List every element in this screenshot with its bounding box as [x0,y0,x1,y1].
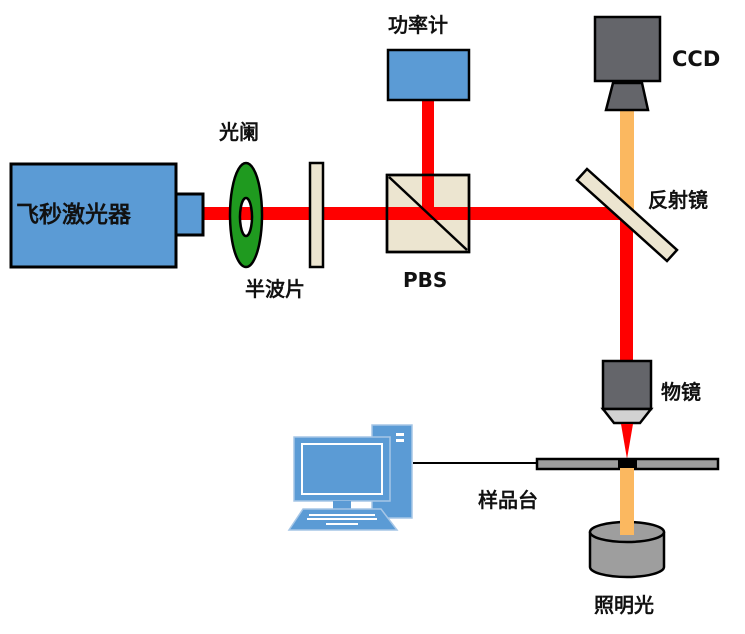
monitor-screen [301,443,383,495]
laser-output-port [174,192,205,237]
illumination-beam-top [620,468,634,535]
half-wave-plate: 半波片 [245,161,325,301]
tower-slot-1 [396,433,404,436]
femtosecond-laser: 飞秒激光器 [9,162,205,269]
sample-stage: 样品台 [413,457,720,512]
ccd-lens [604,81,650,112]
power-meter: 功率计 [386,13,471,102]
aperture-ring [228,161,264,269]
illumination-label: 照明光 [594,593,654,617]
illumination-cylinder [588,532,666,579]
sample-stage-label: 样品台 [478,488,538,512]
laser-label: 飞秒激光器 [16,201,132,228]
aperture: 光阑 [218,120,264,269]
polarizing-beam-splitter: PBS [385,173,471,292]
sample [618,459,637,469]
ccd-camera: CCD [593,15,720,112]
mirror-label: 反射镜 [648,188,708,212]
laser-beam-to-objective [620,213,633,363]
laser-body [9,162,178,269]
pbs-outline [385,173,471,254]
aperture-label: 光阑 [218,120,259,144]
mirror: 反射镜 [575,167,708,263]
objective-body [601,359,653,411]
illumination-source: 照明光 [588,468,666,617]
objective-tip [600,407,654,425]
tower-slot-2 [396,439,404,442]
pbs-label: PBS [403,268,447,292]
keyboard-keys [307,514,377,525]
power-meter-body [386,48,471,102]
mirror-body [575,167,679,263]
pbs-diagonal [388,176,468,251]
ccd-body [593,15,662,83]
pbs-beam-up [422,175,434,213]
monitor-stand [333,501,351,509]
objective-lens: 物镜 [600,359,701,459]
power-meter-label: 功率计 [388,13,448,37]
computer-icon [287,424,413,531]
objective-label: 物镜 [661,380,701,404]
half-wave-plate-body [308,161,325,269]
focused-beam [621,424,633,459]
illumination-beam [620,110,634,220]
half-wave-plate-label: 半波片 [245,277,305,301]
ccd-label: CCD [672,47,720,71]
